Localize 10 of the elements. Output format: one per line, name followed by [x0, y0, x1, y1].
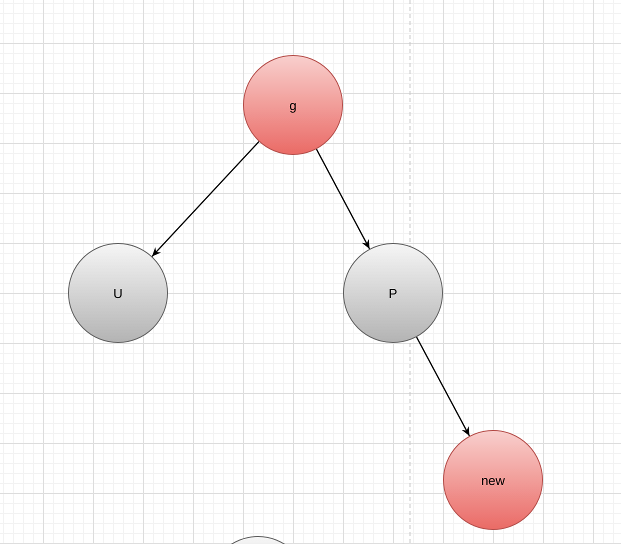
node-label: U [113, 286, 123, 300]
arrow [152, 141, 260, 257]
node-label: g [289, 98, 297, 112]
circle-node [343, 243, 443, 343]
circle-node [243, 55, 343, 155]
circle-node [443, 430, 543, 530]
node-label: new [481, 472, 505, 488]
arrow [316, 148, 370, 250]
arrow [416, 336, 470, 436]
node-label: P [388, 286, 398, 300]
